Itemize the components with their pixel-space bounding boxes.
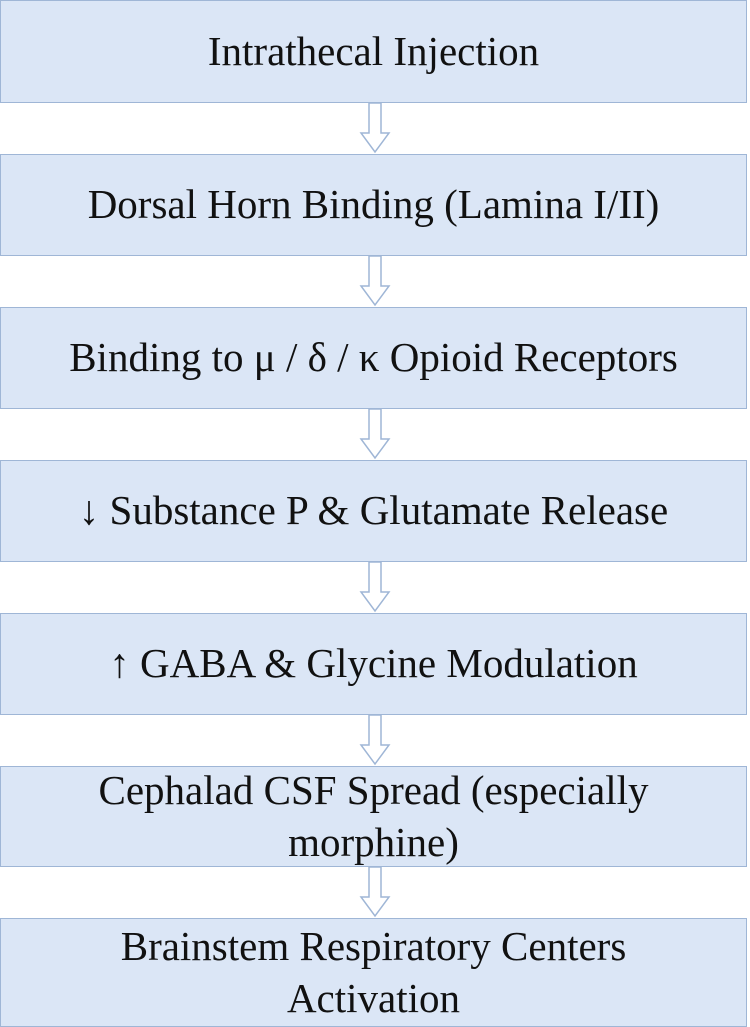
step-label-6: Cephalad CSF Spread (especially morphine…	[98, 767, 649, 865]
step-box-4: ↓ Substance P & Glutamate Release	[0, 460, 747, 562]
step-box-6: Cephalad CSF Spread (especially morphine…	[0, 766, 747, 867]
down-arrow-icon	[358, 256, 392, 307]
down-arrow-icon	[358, 103, 392, 154]
step-label-4: ↓ Substance P & Glutamate Release	[78, 487, 669, 534]
down-arrow-icon	[358, 867, 392, 918]
step-box-7: Brainstem Respiratory Centers Activation	[0, 918, 747, 1027]
step-label-1: Intrathecal Injection	[207, 27, 540, 74]
step-box-2: Dorsal Horn Binding (Lamina I/II)	[0, 154, 747, 256]
step-box-3: Binding to μ / δ / κ Opioid Receptors	[0, 307, 747, 409]
down-arrow-icon	[358, 409, 392, 460]
step-label-5: ↑ GABA & Glycine Modulation	[109, 640, 638, 687]
step-label-3: Binding to μ / δ / κ Opioid Receptors	[69, 334, 678, 381]
step-box-1: Intrathecal Injection	[0, 0, 747, 103]
down-arrow-icon	[358, 715, 392, 766]
step-label-7: Brainstem Respiratory Centers Activation	[120, 923, 627, 1021]
down-arrow-icon	[358, 562, 392, 613]
step-box-5: ↑ GABA & Glycine Modulation	[0, 613, 747, 715]
step-label-2: Dorsal Horn Binding (Lamina I/II)	[87, 181, 660, 228]
